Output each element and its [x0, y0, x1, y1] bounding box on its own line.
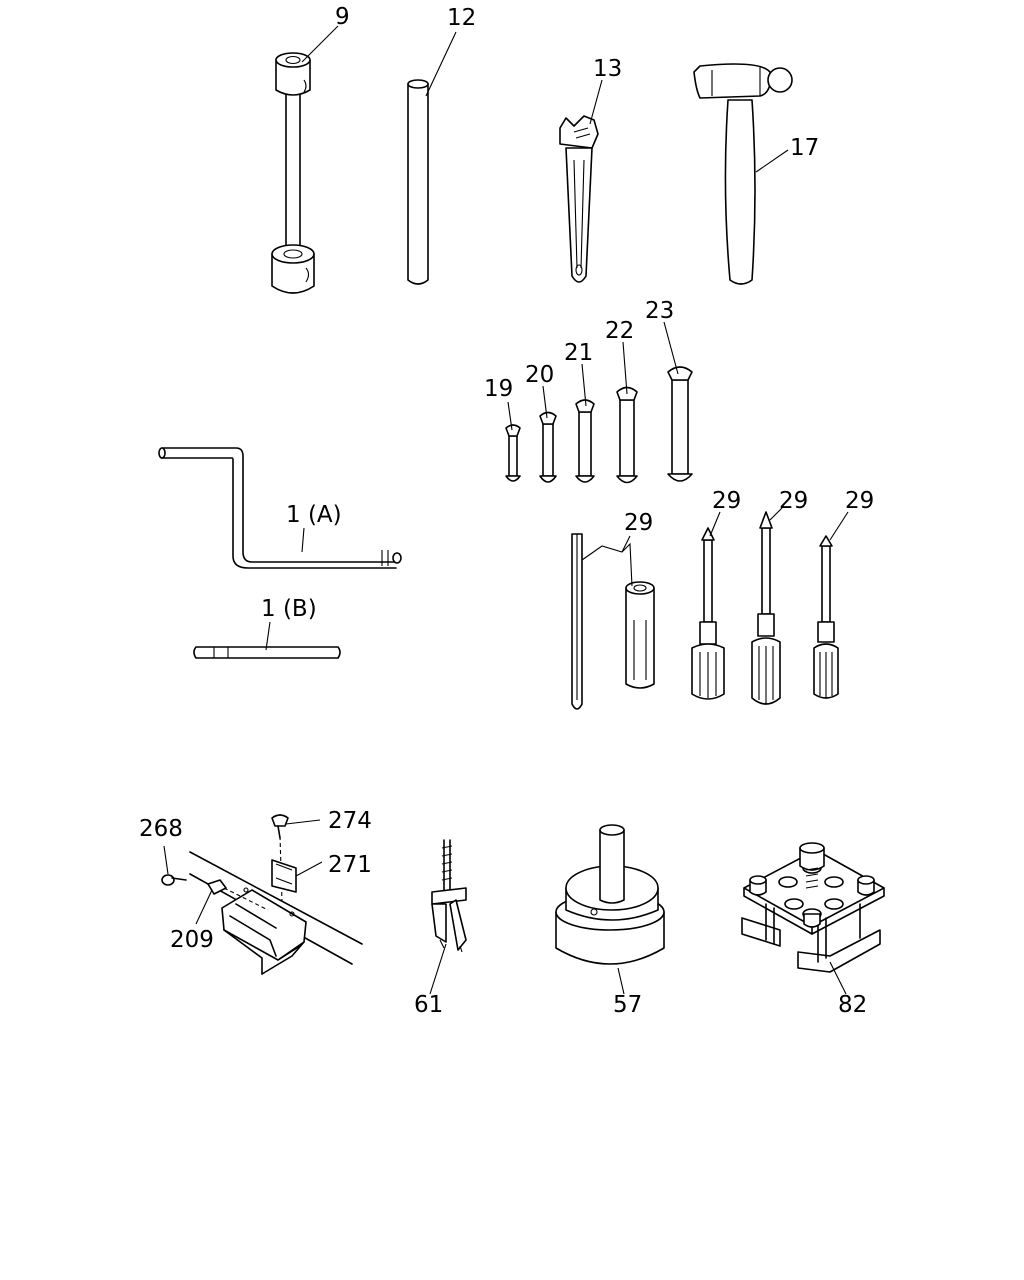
label-57: 57: [613, 992, 642, 1018]
spanner-21: [575, 399, 595, 483]
label-19: 19: [484, 376, 513, 402]
label-1a: 1 (A): [286, 502, 342, 528]
label-29-c: 29: [845, 488, 874, 514]
puller-61: [431, 839, 467, 953]
label-22: 22: [605, 318, 634, 344]
installer-57: [555, 824, 665, 965]
label-17: 17: [790, 135, 819, 161]
label-9: 9: [335, 4, 350, 30]
label-274: 274: [328, 808, 372, 834]
spanner-19: [505, 424, 521, 482]
label-29-a: 29: [712, 488, 741, 514]
extension-bar-1b: [193, 646, 341, 659]
label-21: 21: [564, 340, 593, 366]
label-209: 209: [170, 927, 214, 953]
label-20: 20: [525, 362, 554, 388]
wheel-nut-wrench-9: [271, 52, 315, 294]
bar-12: [407, 79, 429, 285]
label-82: 82: [838, 992, 867, 1018]
label-61: 61: [414, 992, 443, 1018]
label-29-set: 29: [624, 510, 653, 536]
hammer-17: [693, 63, 793, 285]
spanner-23: [667, 366, 693, 482]
label-13: 13: [593, 56, 622, 82]
screwdriver-29c: [813, 535, 839, 699]
puller-plate-82: [741, 842, 885, 973]
label-271: 271: [328, 852, 372, 878]
label-23: 23: [645, 298, 674, 324]
spanner-20: [539, 411, 557, 483]
label-29-b: 29: [779, 488, 808, 514]
reversible-screwdriver-29: [571, 533, 655, 710]
label-1b: 1 (B): [261, 596, 317, 622]
adjustable-wrench-13: [559, 115, 599, 283]
label-268: 268: [139, 816, 183, 842]
spanner-set: [505, 366, 693, 484]
screwdriver-29a: [691, 527, 725, 700]
screwdriver-29b: [751, 511, 781, 705]
label-12: 12: [447, 5, 476, 31]
spanner-22: [616, 386, 638, 484]
tool-mount-assembly: [161, 814, 363, 975]
crank-handle-1a: [158, 447, 402, 569]
